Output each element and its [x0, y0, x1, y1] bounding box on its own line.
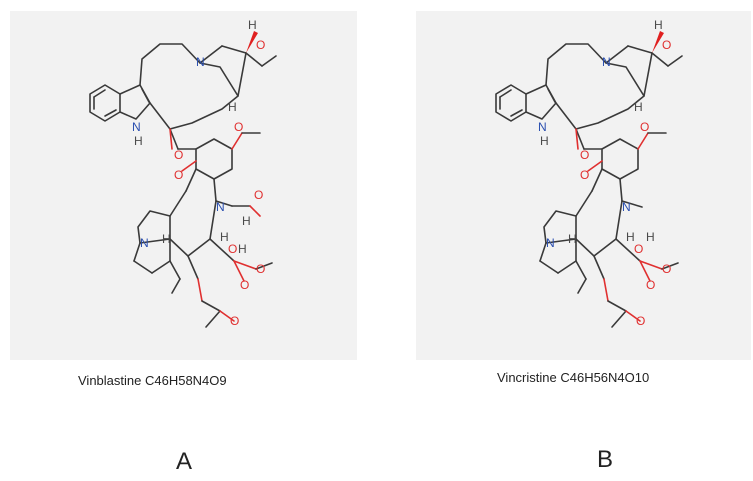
- atom-O-ester-4: O: [240, 278, 249, 292]
- vinblastine-structure: [89, 31, 277, 328]
- atom-N-methyl: N: [622, 200, 631, 214]
- atom-O-ester-2: O: [580, 168, 589, 182]
- atom-O-ester: O: [580, 148, 589, 162]
- atom-N-ring: N: [196, 55, 205, 69]
- atom-O-formyl: O: [254, 188, 263, 202]
- atom-H-ring-3: H: [568, 232, 577, 246]
- atom-H-hydroxy: H: [238, 242, 247, 256]
- atom-N-ring: N: [602, 55, 611, 69]
- atom-O-ester-3: O: [256, 262, 265, 276]
- atom-O-top: O: [662, 38, 671, 52]
- caption-vincristine: Vincristine C46H56N4O10: [497, 370, 650, 385]
- atom-O-top: O: [256, 38, 265, 52]
- atom-O-acetyl: O: [636, 314, 645, 328]
- atom-H-ring: H: [634, 100, 643, 114]
- atom-H-hydroxy: H: [646, 230, 655, 244]
- panel-label-a: A: [176, 448, 193, 475]
- panel-label-b: B: [597, 446, 614, 473]
- atom-H-ring: H: [228, 100, 237, 114]
- atom-O-ester: O: [174, 148, 183, 162]
- atom-H-ring-3: H: [162, 232, 171, 246]
- caption-vinblastine: Vinblastine C46H58N4O9: [78, 373, 227, 388]
- structure-panel-b: H O N H N H O O O N H O H N H O O O: [416, 11, 751, 360]
- atom-H-top: H: [248, 18, 257, 32]
- structure-panel-a: H O N H N H O O O N O H H O H N H O O O: [10, 11, 357, 360]
- atom-N-lower: N: [546, 236, 555, 250]
- atom-O-ester-4: O: [646, 278, 655, 292]
- atom-N-indole: N: [132, 120, 141, 134]
- atom-H-indole: H: [134, 134, 143, 148]
- atom-H-formyl: H: [242, 214, 251, 228]
- atom-O-hydroxy: O: [634, 242, 643, 256]
- atom-N-lower: N: [140, 236, 149, 250]
- atom-H-ring-2: H: [220, 230, 229, 244]
- atom-N-indole: N: [538, 120, 547, 134]
- atom-O-acetyl: O: [230, 314, 239, 328]
- atom-H-ring-2: H: [626, 230, 635, 244]
- atom-N-formyl: N: [216, 200, 225, 214]
- atom-O-hydroxy: O: [228, 242, 237, 256]
- vincristine-structure: [495, 31, 683, 328]
- atom-O-methoxy: O: [234, 120, 243, 134]
- atom-O-ester-3: O: [662, 262, 671, 276]
- atom-O-methoxy: O: [640, 120, 649, 134]
- atom-H-indole: H: [540, 134, 549, 148]
- atom-H-top: H: [654, 18, 663, 32]
- vinblastine-atom-labels: H O N H N H O O O N O H H O H N H O O O: [132, 18, 265, 328]
- vincristine-atom-labels: H O N H N H O O O N H O H N H O O O: [538, 18, 671, 328]
- atom-O-ester-2: O: [174, 168, 183, 182]
